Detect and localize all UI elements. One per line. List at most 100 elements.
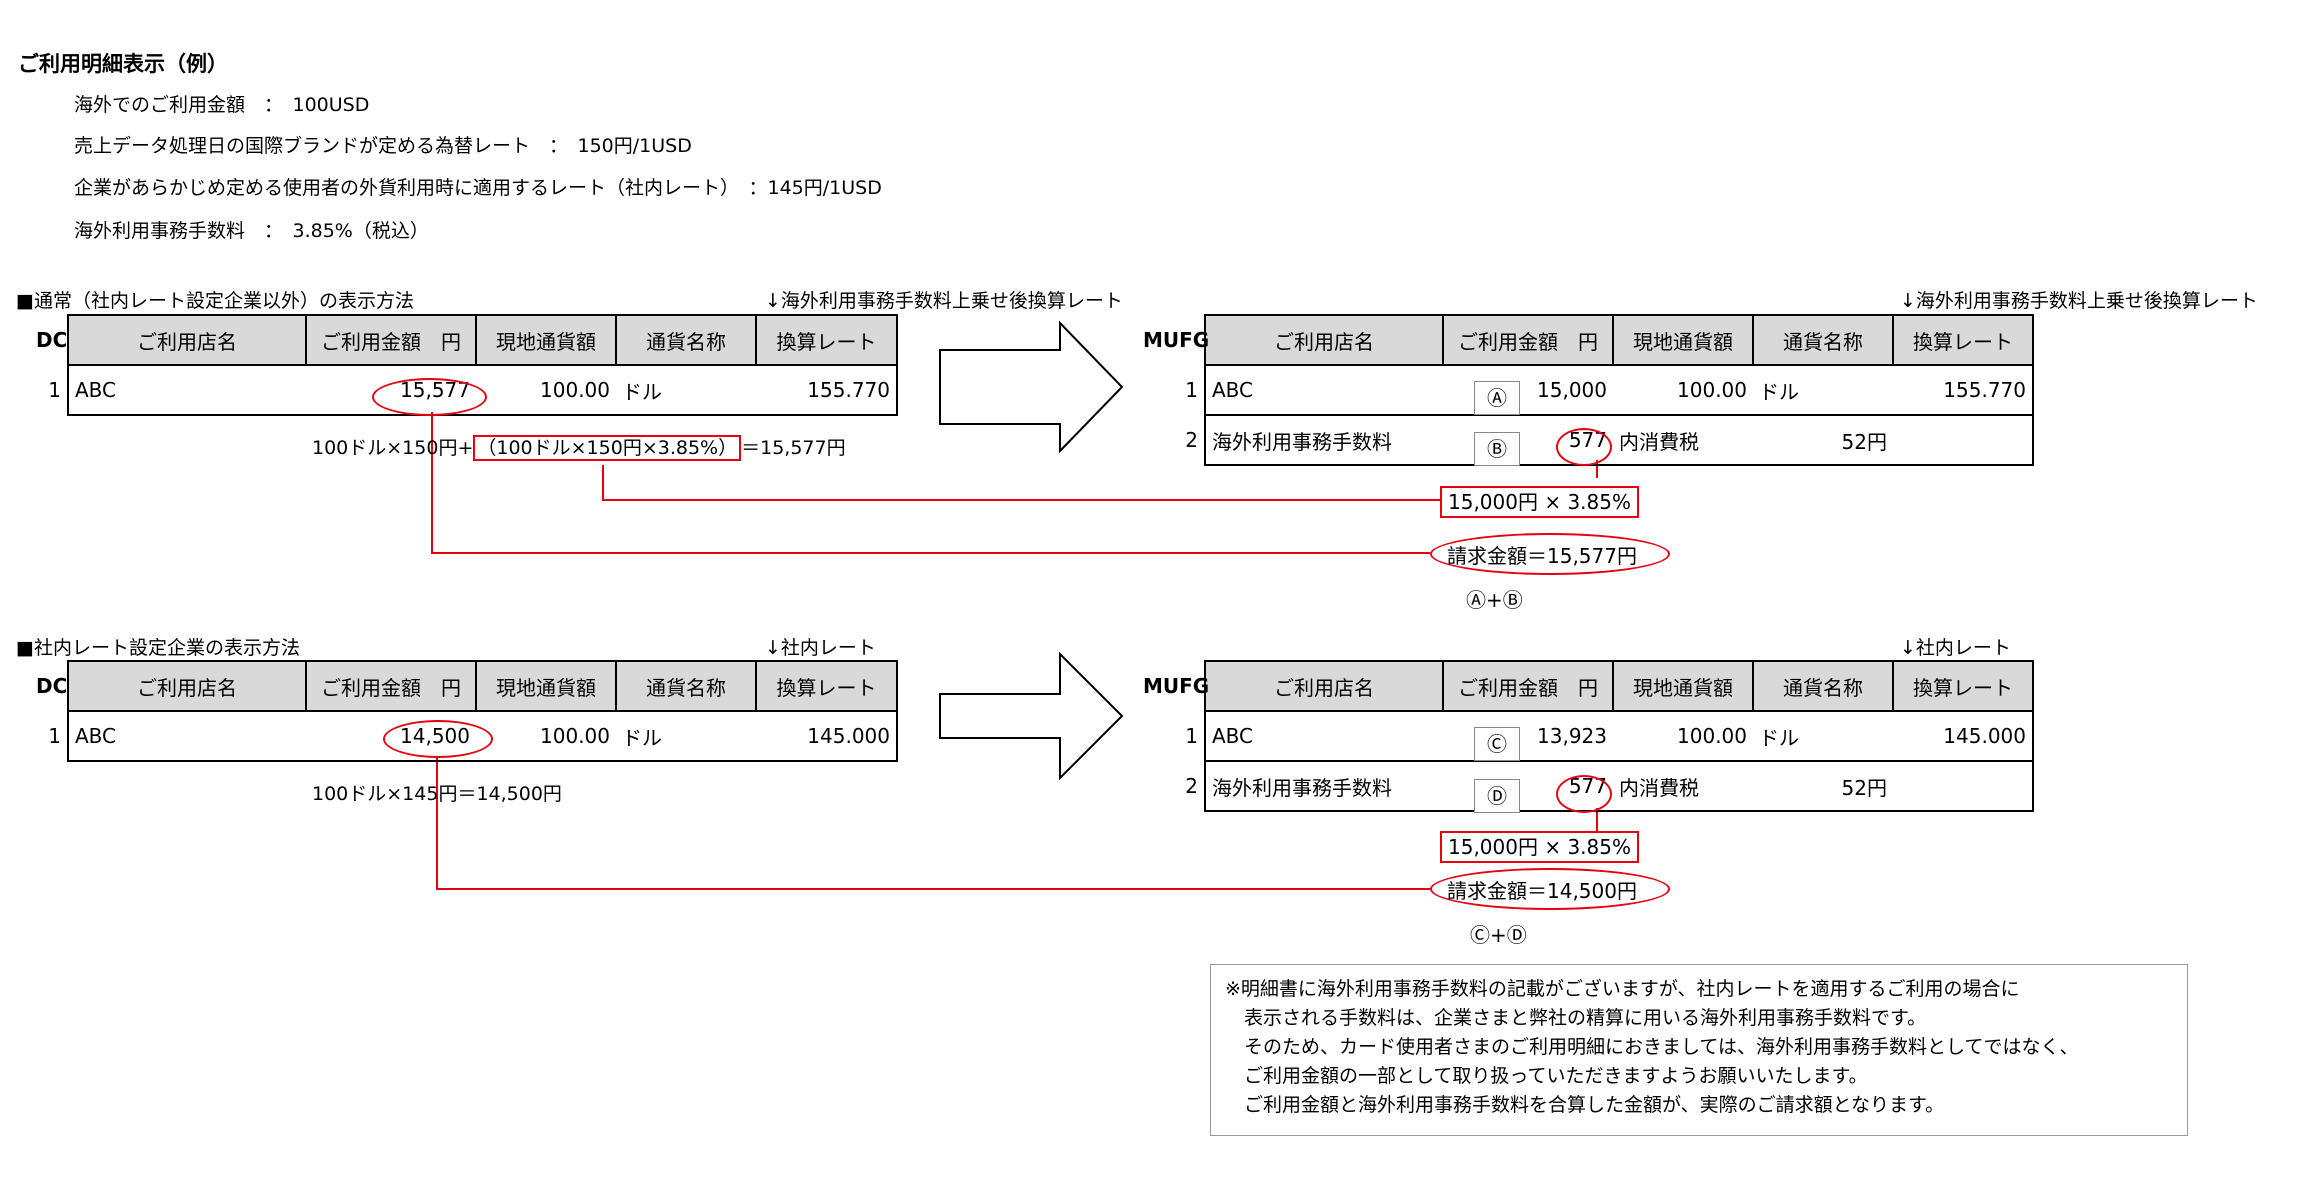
condition-line: 企業があらかじめ定める使用者の外貨利用時に適用するレート（社内レート） ：145… xyxy=(74,177,882,199)
condition-line: 海外でのご利用金額 ： 100USD xyxy=(74,94,370,116)
dc-label: DC xyxy=(30,661,68,711)
mufg-statement-table: MUFG ご利用店名 ご利用金額 円 現地通貨額 通貨名称 換算レート 1 AB… xyxy=(1137,314,2034,466)
section-heading: ■社内レート設定企業の表示方法 xyxy=(16,637,300,659)
highlight-oval xyxy=(383,720,493,758)
notice-line: ご利用金額と海外利用事務手数料を合算した金額が、実際のご請求額となります。 xyxy=(1225,1094,1945,1116)
mufg-label: MUFG xyxy=(1137,661,1209,711)
col-store: ご利用店名 xyxy=(1204,660,1444,712)
tax-amount: 52円 xyxy=(1753,760,1893,812)
formula-part: 100ドル×150円+ xyxy=(312,437,474,459)
condition-line: 売上データ処理日の国際ブランドが定める為替レート ： 150円/1USD xyxy=(74,135,692,157)
col-currency: 通貨名称 xyxy=(1752,314,1894,366)
highlight-oval xyxy=(1430,533,1670,575)
highlight-oval xyxy=(1556,775,1612,813)
notice-line: ご利用金額の一部として取り扱っていただきますようお願いいたします。 xyxy=(1225,1065,1868,1087)
col-currency: 通貨名称 xyxy=(1752,660,1894,712)
currency-name: ドル xyxy=(1753,364,1893,416)
mark-d: Ⓓ xyxy=(1474,779,1520,813)
store-name: ABC xyxy=(67,364,306,416)
col-local: 現地通貨額 xyxy=(1612,660,1754,712)
dc-statement-table: DC ご利用店名 ご利用金額 円 現地通貨額 通貨名称 換算レート 1 ABC … xyxy=(30,660,898,762)
col-local: 現地通貨額 xyxy=(475,660,617,712)
formula-part: ＝15,577円 xyxy=(741,437,846,459)
formula-fee-box: （100ドル×150円×3.85%） xyxy=(473,435,742,461)
col-amount: ご利用金額 円 xyxy=(1442,314,1614,366)
currency-name: ドル xyxy=(616,710,756,762)
billing-amount: 請求金額＝14,500円 xyxy=(1447,879,1637,903)
local-amount: 100.00 xyxy=(476,710,616,762)
exchange-rate xyxy=(1893,760,2034,812)
fee-calc-box: 15,000円 × 3.85% xyxy=(1440,831,1639,863)
arrow-right-icon xyxy=(939,320,1124,454)
currency-name: ドル xyxy=(616,364,756,416)
notice-line: そのため、カード使用者さまのご利用明細におきましては、海外利用事務手数料としてで… xyxy=(1225,1036,2079,1058)
local-amount: 100.00 xyxy=(1613,710,1753,762)
table-row: 1 ABC 13,923 100.00 ドル 145.000 xyxy=(1137,710,2034,762)
sum-formula: Ⓒ+Ⓓ xyxy=(1470,923,1527,947)
formula: 100ドル×150円+（100ドル×150円×3.85%）＝15,577円 xyxy=(312,433,846,461)
store-name: 海外利用事務手数料 xyxy=(1204,760,1443,812)
amount-value: 13,923 xyxy=(1443,710,1613,762)
fee-calc-box: 15,000円 × 3.85% xyxy=(1440,486,1639,518)
rate-note: ↓海外利用事務手数料上乗せ後換算レート xyxy=(1900,290,2258,312)
highlight-oval xyxy=(1556,428,1612,466)
col-local: 現地通貨額 xyxy=(1612,314,1754,366)
currency-name: ドル xyxy=(1753,710,1893,762)
notice-line: ※明細書に海外利用事務手数料の記載がございますが、社内レートを適用するご利用の場… xyxy=(1225,978,2020,1000)
sum-formula: Ⓐ+Ⓑ xyxy=(1466,588,1523,612)
tax-label: 内消費税 xyxy=(1613,414,1753,466)
notice-line: 表示される手数料は、企業さまと弊社の精算に用いる海外利用事務手数料です。 xyxy=(1225,1007,1927,1029)
local-amount: 100.00 xyxy=(1613,364,1753,416)
store-name: 海外利用事務手数料 xyxy=(1204,414,1443,466)
mufg-label: MUFG xyxy=(1137,315,1209,365)
store-name: ABC xyxy=(1204,364,1443,416)
col-local: 現地通貨額 xyxy=(475,314,617,366)
store-name: ABC xyxy=(67,710,306,762)
row-number: 1 xyxy=(1137,365,1205,415)
col-currency: 通貨名称 xyxy=(615,314,757,366)
col-store: ご利用店名 xyxy=(67,660,307,712)
table-row: 1 ABC 15,000 100.00 ドル 155.770 xyxy=(1137,364,2034,416)
highlight-oval xyxy=(372,378,487,416)
rate-note: ↓海外利用事務手数料上乗せ後換算レート xyxy=(765,290,1123,312)
exchange-rate: 155.770 xyxy=(756,364,898,416)
amount-value: 15,000 xyxy=(1443,364,1613,416)
row-number: 1 xyxy=(1137,711,1205,761)
local-amount: 100.00 xyxy=(476,364,616,416)
tax-label: 内消費税 xyxy=(1613,760,1753,812)
rate-note: ↓社内レート xyxy=(1900,637,2011,659)
mark-b: Ⓑ xyxy=(1474,432,1520,466)
exchange-rate xyxy=(1893,414,2034,466)
exchange-rate: 155.770 xyxy=(1893,364,2034,416)
row-number: 2 xyxy=(1137,415,1205,465)
mufg-statement-table: MUFG ご利用店名 ご利用金額 円 現地通貨額 通貨名称 換算レート 1 AB… xyxy=(1137,660,2034,812)
page-title: ご利用明細表示（例） xyxy=(18,52,228,76)
tax-amount: 52円 xyxy=(1753,414,1893,466)
row-number: 1 xyxy=(30,365,68,415)
link-line xyxy=(602,465,1440,501)
row-number: 2 xyxy=(1137,761,1205,811)
col-amount: ご利用金額 円 xyxy=(305,660,477,712)
section-heading: ■通常（社内レート設定企業以外）の表示方法 xyxy=(16,290,414,312)
col-store: ご利用店名 xyxy=(67,314,307,366)
highlight-oval xyxy=(1430,868,1670,910)
condition-line: 海外利用事務手数料 ： 3.85%（税込） xyxy=(74,220,429,242)
col-rate: 換算レート xyxy=(1892,314,2034,366)
col-rate: 換算レート xyxy=(755,314,898,366)
rate-note: ↓社内レート xyxy=(765,637,876,659)
formula: 100ドル×145円＝14,500円 xyxy=(312,783,562,805)
arrow-right-icon xyxy=(939,651,1124,781)
mark-c: Ⓒ xyxy=(1474,727,1520,761)
exchange-rate: 145.000 xyxy=(1893,710,2034,762)
col-amount: ご利用金額 円 xyxy=(1442,660,1614,712)
col-amount: ご利用金額 円 xyxy=(305,314,477,366)
table-row: 2 海外利用事務手数料 577 内消費税 52円 xyxy=(1137,760,2034,812)
notice-box: ※明細書に海外利用事務手数料の記載がございますが、社内レートを適用するご利用の場… xyxy=(1210,964,2188,1136)
dc-statement-table: DC ご利用店名 ご利用金額 円 現地通貨額 通貨名称 換算レート 1 ABC … xyxy=(30,314,898,416)
store-name: ABC xyxy=(1204,710,1443,762)
col-rate: 換算レート xyxy=(1892,660,2034,712)
mark-a: Ⓐ xyxy=(1474,381,1520,415)
exchange-rate: 145.000 xyxy=(756,710,898,762)
row-number: 1 xyxy=(30,711,68,761)
billing-amount: 請求金額＝15,577円 xyxy=(1447,544,1637,568)
